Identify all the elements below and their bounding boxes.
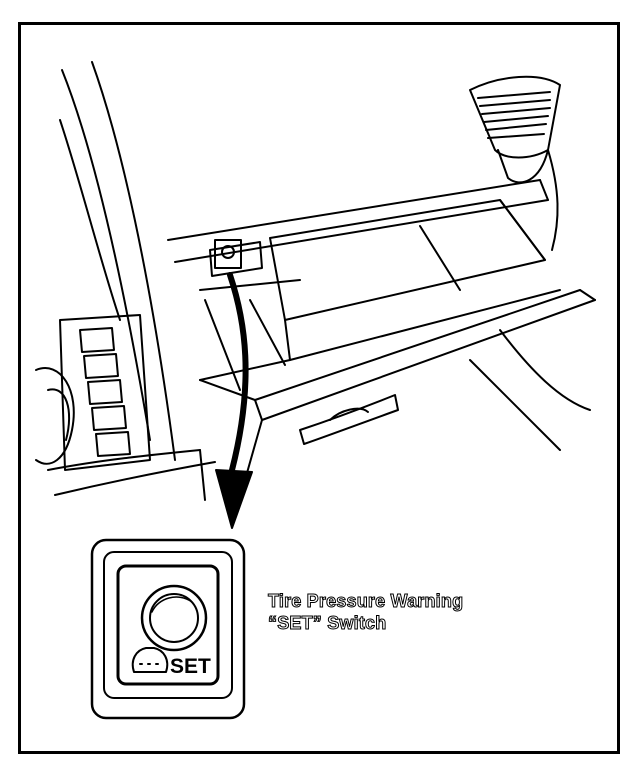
switch-label: SET — [170, 655, 211, 678]
callout-label: Tire Pressure Warning “SET” Switch — [267, 590, 464, 634]
tire-pressure-warning-icon — [131, 647, 169, 673]
passenger-air-vent — [469, 75, 561, 184]
center-console-vents — [35, 314, 151, 471]
set-switch-detail — [90, 538, 246, 720]
dash-set-switch — [214, 239, 242, 269]
pointer-arrow — [215, 272, 253, 529]
dashboard-left-pillar — [47, 61, 216, 496]
callout-line-1: Tire Pressure Warning — [267, 591, 464, 612]
glove-box — [199, 199, 596, 501]
callout-line-2: “SET” Switch — [267, 613, 387, 634]
dashboard-upper — [167, 149, 559, 263]
